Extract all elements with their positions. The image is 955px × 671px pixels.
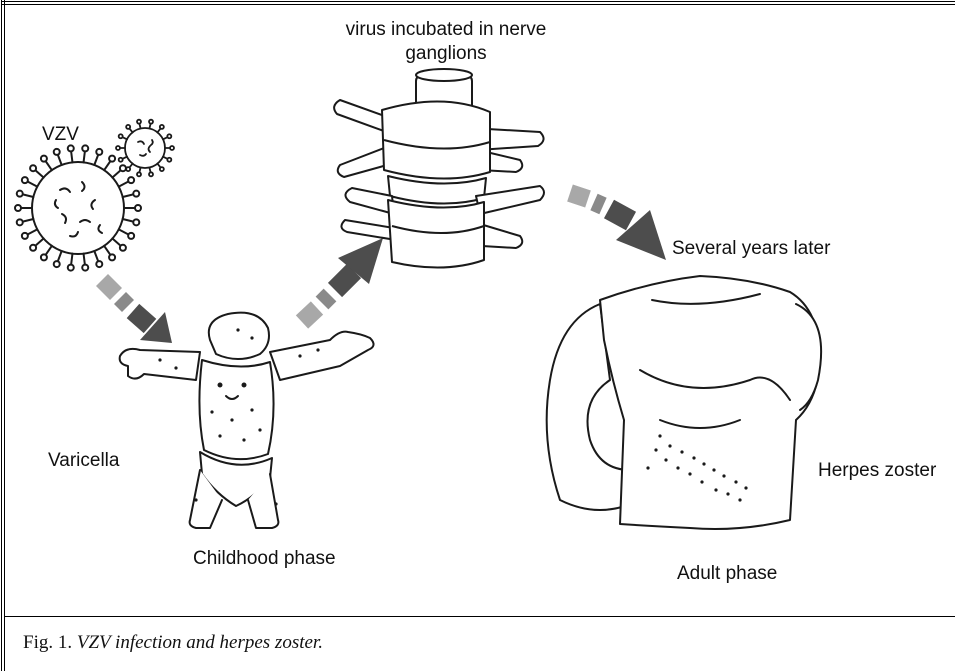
label-varicella: Varicella bbox=[48, 450, 119, 472]
vzv-virus-large-icon bbox=[15, 145, 141, 270]
adult-herpes-zoster-icon bbox=[547, 276, 821, 529]
arrow-virus-to-child-icon bbox=[102, 280, 172, 343]
spine-vertebrae-icon bbox=[334, 69, 544, 268]
label-virus-ganglia: virus incubated in nerve ganglions bbox=[326, 18, 566, 66]
arrow-ganglia-to-adult-icon bbox=[570, 193, 666, 260]
label-vzv: VZV bbox=[42, 124, 79, 146]
figure-caption: Fig. 1. VZV infection and herpes zoster. bbox=[23, 632, 323, 654]
illustration bbox=[0, 0, 955, 616]
caption-title: VZV infection and herpes zoster. bbox=[77, 632, 323, 653]
child-varicella-icon bbox=[120, 313, 374, 528]
label-childhood-phase: Childhood phase bbox=[193, 548, 336, 570]
arrow-child-to-ganglia-icon bbox=[302, 238, 383, 322]
caption-number: Fig. 1. bbox=[23, 632, 72, 653]
caption-divider bbox=[5, 616, 955, 617]
label-several-years: Several years later bbox=[672, 238, 830, 260]
label-herpes-zoster: Herpes zoster bbox=[818, 460, 936, 482]
label-adult-phase: Adult phase bbox=[677, 563, 777, 585]
